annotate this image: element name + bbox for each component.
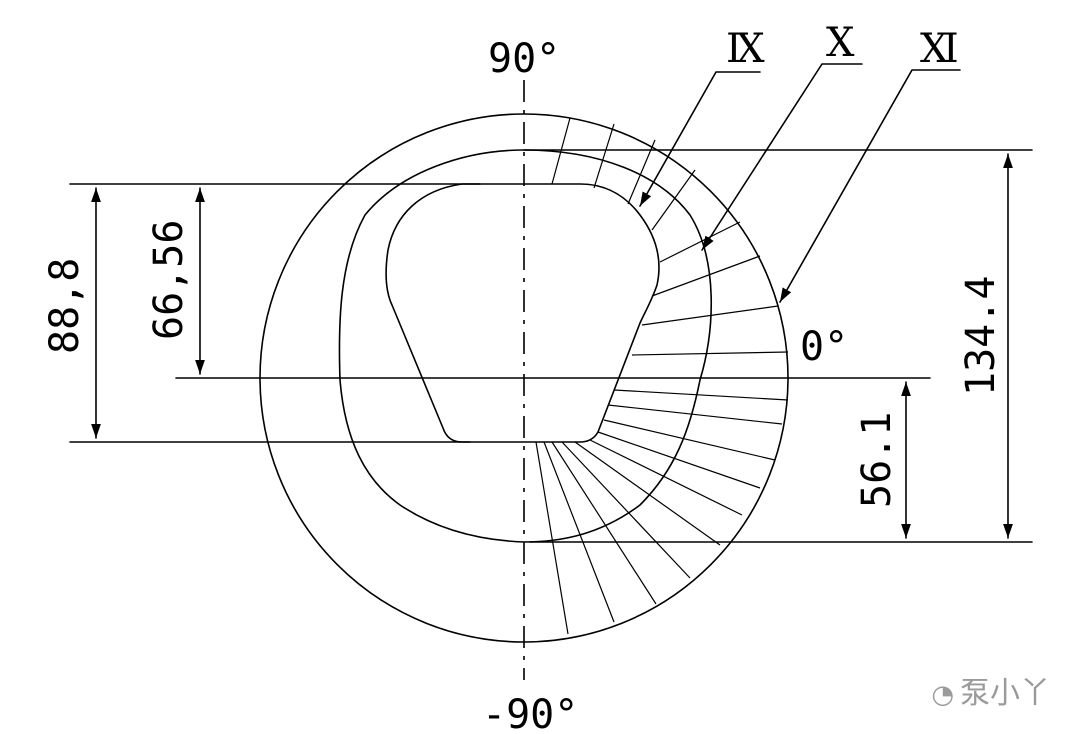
leader-x xyxy=(701,63,863,251)
dim-label-56-1: 56.1 xyxy=(854,412,900,508)
radial-lines-lower xyxy=(535,389,789,635)
section-label-ix: Ⅸ xyxy=(726,26,765,72)
wechat-icon: ◔ xyxy=(931,680,954,710)
leader-xi xyxy=(779,69,961,303)
dim-label-134-4: 134.4 xyxy=(958,276,1004,396)
angle-label-right: 0° xyxy=(800,324,848,370)
watermark: ◔泵小丫 xyxy=(931,668,1050,712)
dim-label-88-8: 88,8 xyxy=(42,258,88,354)
profile-ix xyxy=(385,183,660,443)
section-label-xi: Ⅺ xyxy=(920,26,959,72)
profile-x xyxy=(338,149,712,543)
section-label-x: Ⅹ xyxy=(826,20,855,66)
dim-label-66-56: 66,56 xyxy=(146,220,192,340)
leader-ix xyxy=(639,71,761,207)
angle-label-bottom: -90° xyxy=(482,692,578,734)
watermark-text: 泵小丫 xyxy=(960,676,1050,711)
angle-label-top: 90° xyxy=(488,36,560,82)
radial-lines-upper xyxy=(551,117,789,356)
